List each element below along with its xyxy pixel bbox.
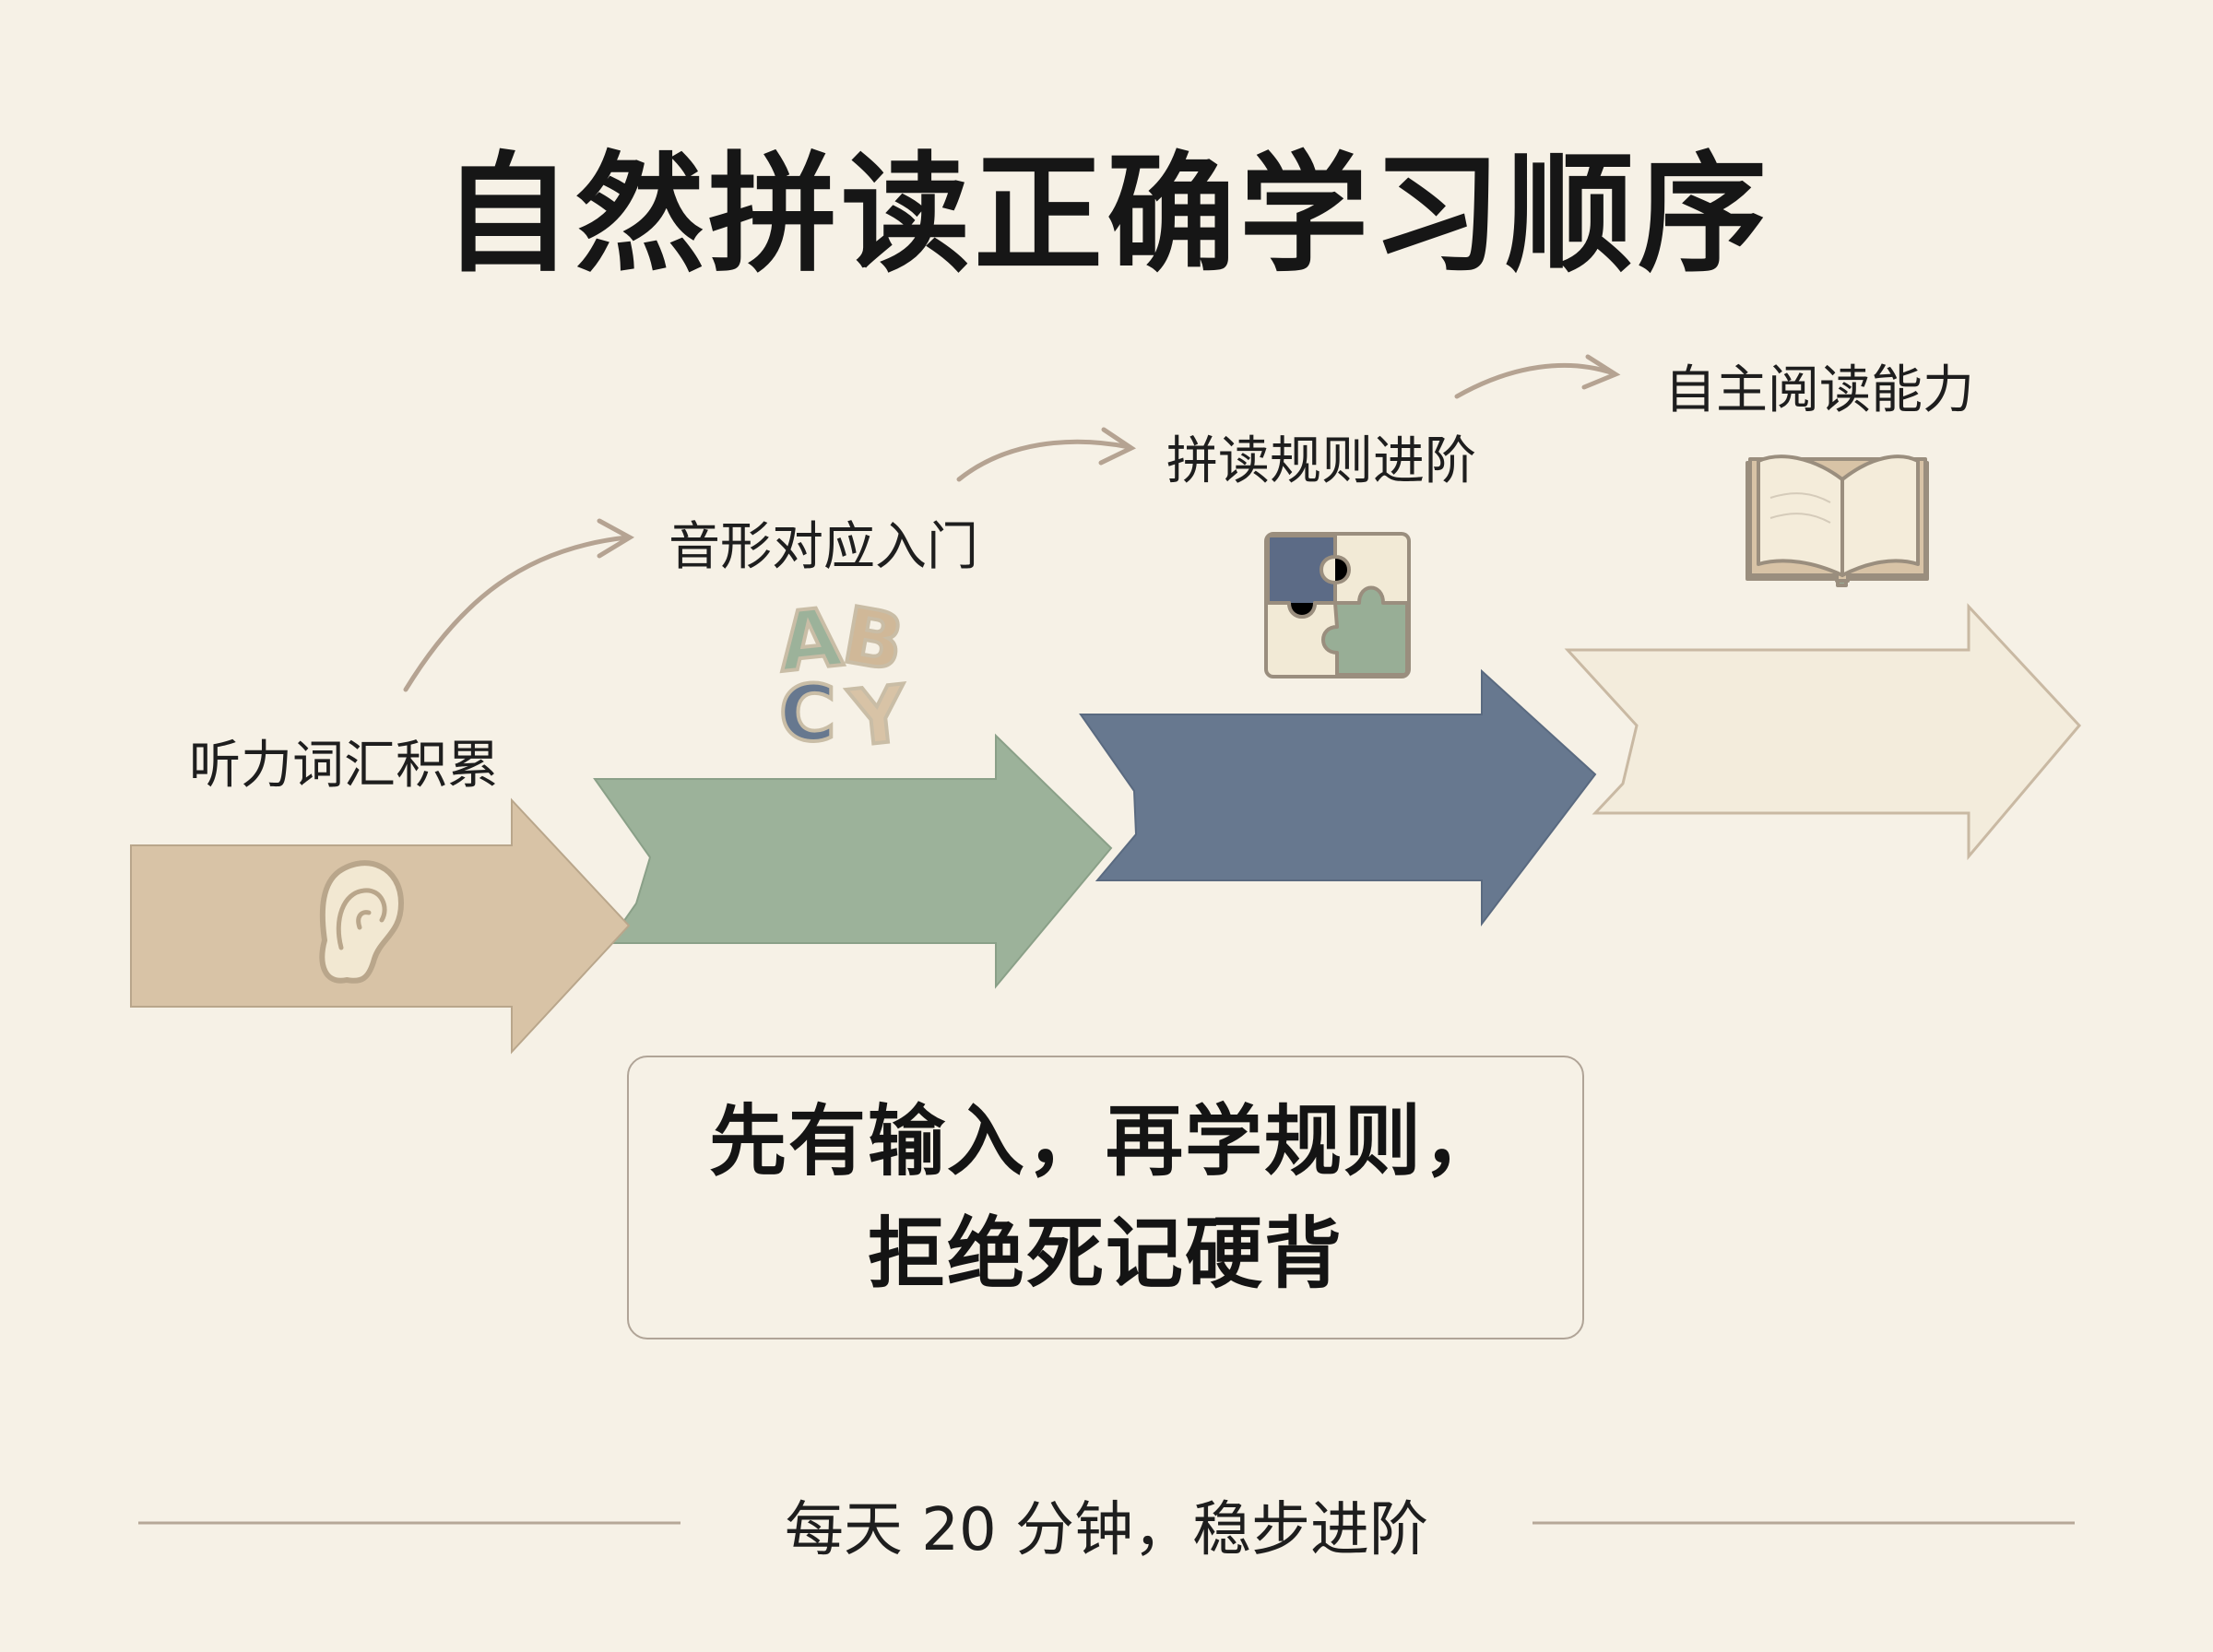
- ear-icon: [319, 860, 404, 984]
- letter-c: C: [779, 668, 836, 759]
- step-3-label: 拼读规则进阶: [1166, 431, 1476, 491]
- puzzle-icon: [1264, 532, 1411, 678]
- step-1-label: 听力词汇积累: [189, 736, 499, 796]
- footer-text: 每天 20 分钟，稳步进阶: [784, 1496, 1429, 1564]
- motto-line-1: 先有输入，再学规则，: [708, 1096, 1502, 1186]
- open-book-icon: [1746, 454, 1929, 587]
- progress-arc-2: [956, 427, 1137, 482]
- step-2-label: 音形对应入门: [669, 517, 978, 577]
- abc-letters-icon: A B C Y: [772, 587, 913, 765]
- step-4-label: 自主阅读能力: [1664, 360, 1974, 420]
- motto-line-2: 拒绝死记硬背: [867, 1209, 1343, 1299]
- step-4-arrow: [1564, 603, 2082, 861]
- page-title: 自然拼读正确学习顺序: [442, 140, 1770, 290]
- step-2-arrow: [593, 733, 1113, 989]
- progress-arc-3: [1454, 354, 1621, 399]
- letter-a: A: [774, 589, 846, 690]
- step-3-arrow: [1079, 668, 1597, 926]
- letter-y: Y: [845, 668, 912, 764]
- motto-box: 先有输入，再学规则， 拒绝死记硬背: [627, 1056, 1584, 1339]
- progress-arc-1: [403, 518, 635, 692]
